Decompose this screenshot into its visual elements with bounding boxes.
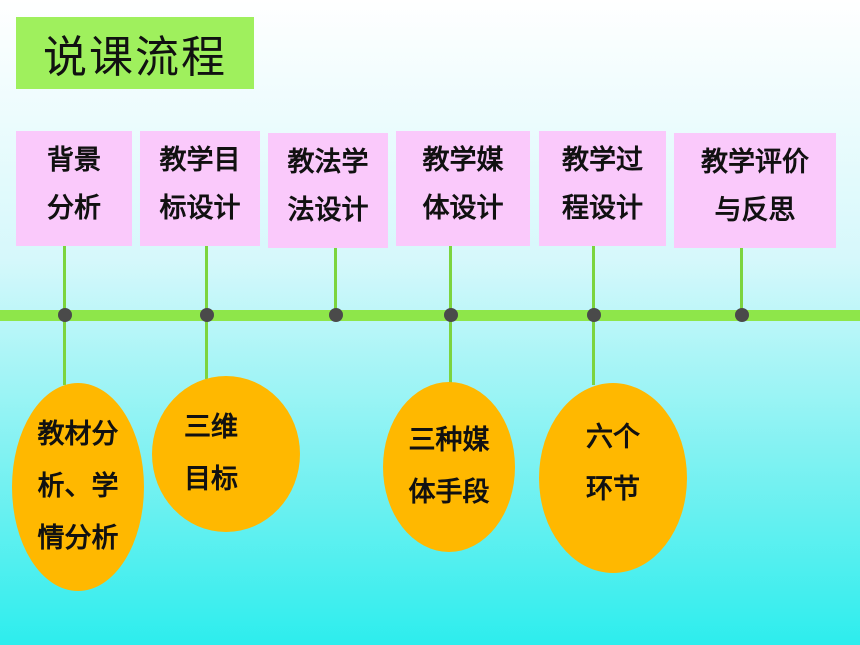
connector-line: [205, 245, 208, 315]
step-label-line2: 分析: [47, 193, 101, 224]
detail-ellipse-analysis: 教材分 析、学 情分析: [12, 383, 144, 591]
detail-line: 三维: [184, 412, 238, 443]
step-label-line2: 标设计: [159, 193, 241, 224]
detail-line: 三种媒: [408, 425, 490, 456]
timeline-dot: [200, 308, 214, 322]
connector-line: [592, 315, 595, 385]
connector-line: [592, 245, 595, 315]
connector-line: [740, 247, 743, 315]
connector-line: [205, 315, 208, 379]
detail-line: 目标: [184, 464, 238, 495]
step-label-line1: 教学媒: [422, 145, 504, 176]
step-label-line2: 与反思: [714, 195, 796, 226]
page-title: 说课流程: [16, 17, 254, 89]
step-box-evaluation: 教学评价 与反思: [674, 133, 836, 248]
detail-ellipse-objectives: 三维 目标: [152, 376, 300, 532]
step-label-line2: 程设计: [562, 193, 643, 224]
step-label-line1: 教学目: [159, 145, 241, 176]
detail-line: 体手段: [408, 477, 490, 508]
timeline-dot: [329, 308, 343, 322]
connector-line: [449, 245, 452, 315]
connector-line: [63, 245, 66, 315]
timeline-dot: [587, 308, 601, 322]
connector-line: [449, 315, 452, 385]
detail-line: 情分析: [37, 523, 119, 554]
step-box-background: 背景 分析: [16, 131, 132, 246]
timeline-bar: [0, 310, 860, 321]
detail-ellipse-process: 六个 环节: [539, 383, 687, 573]
step-label-line1: 背景: [47, 145, 101, 176]
detail-line: 六个: [586, 422, 640, 453]
timeline-dot: [58, 308, 72, 322]
step-label-line1: 教学过: [562, 145, 643, 176]
step-box-process: 教学过 程设计: [539, 131, 666, 246]
step-label-line1: 教法学: [287, 147, 369, 178]
detail-ellipse-media: 三种媒 体手段: [383, 382, 515, 552]
timeline-dot: [735, 308, 749, 322]
step-label-line2: 体设计: [422, 193, 504, 224]
step-box-objectives: 教学目 标设计: [140, 131, 260, 246]
detail-line: 环节: [586, 474, 640, 505]
step-box-methods: 教法学 法设计: [268, 133, 388, 248]
connector-line: [63, 315, 66, 385]
connector-line: [334, 247, 337, 315]
timeline-dot: [444, 308, 458, 322]
step-label-line2: 法设计: [287, 195, 369, 226]
detail-line: 教材分: [37, 419, 119, 450]
step-box-media: 教学媒 体设计: [396, 131, 530, 246]
detail-line: 析、学: [37, 471, 119, 502]
step-label-line1: 教学评价: [701, 147, 809, 178]
